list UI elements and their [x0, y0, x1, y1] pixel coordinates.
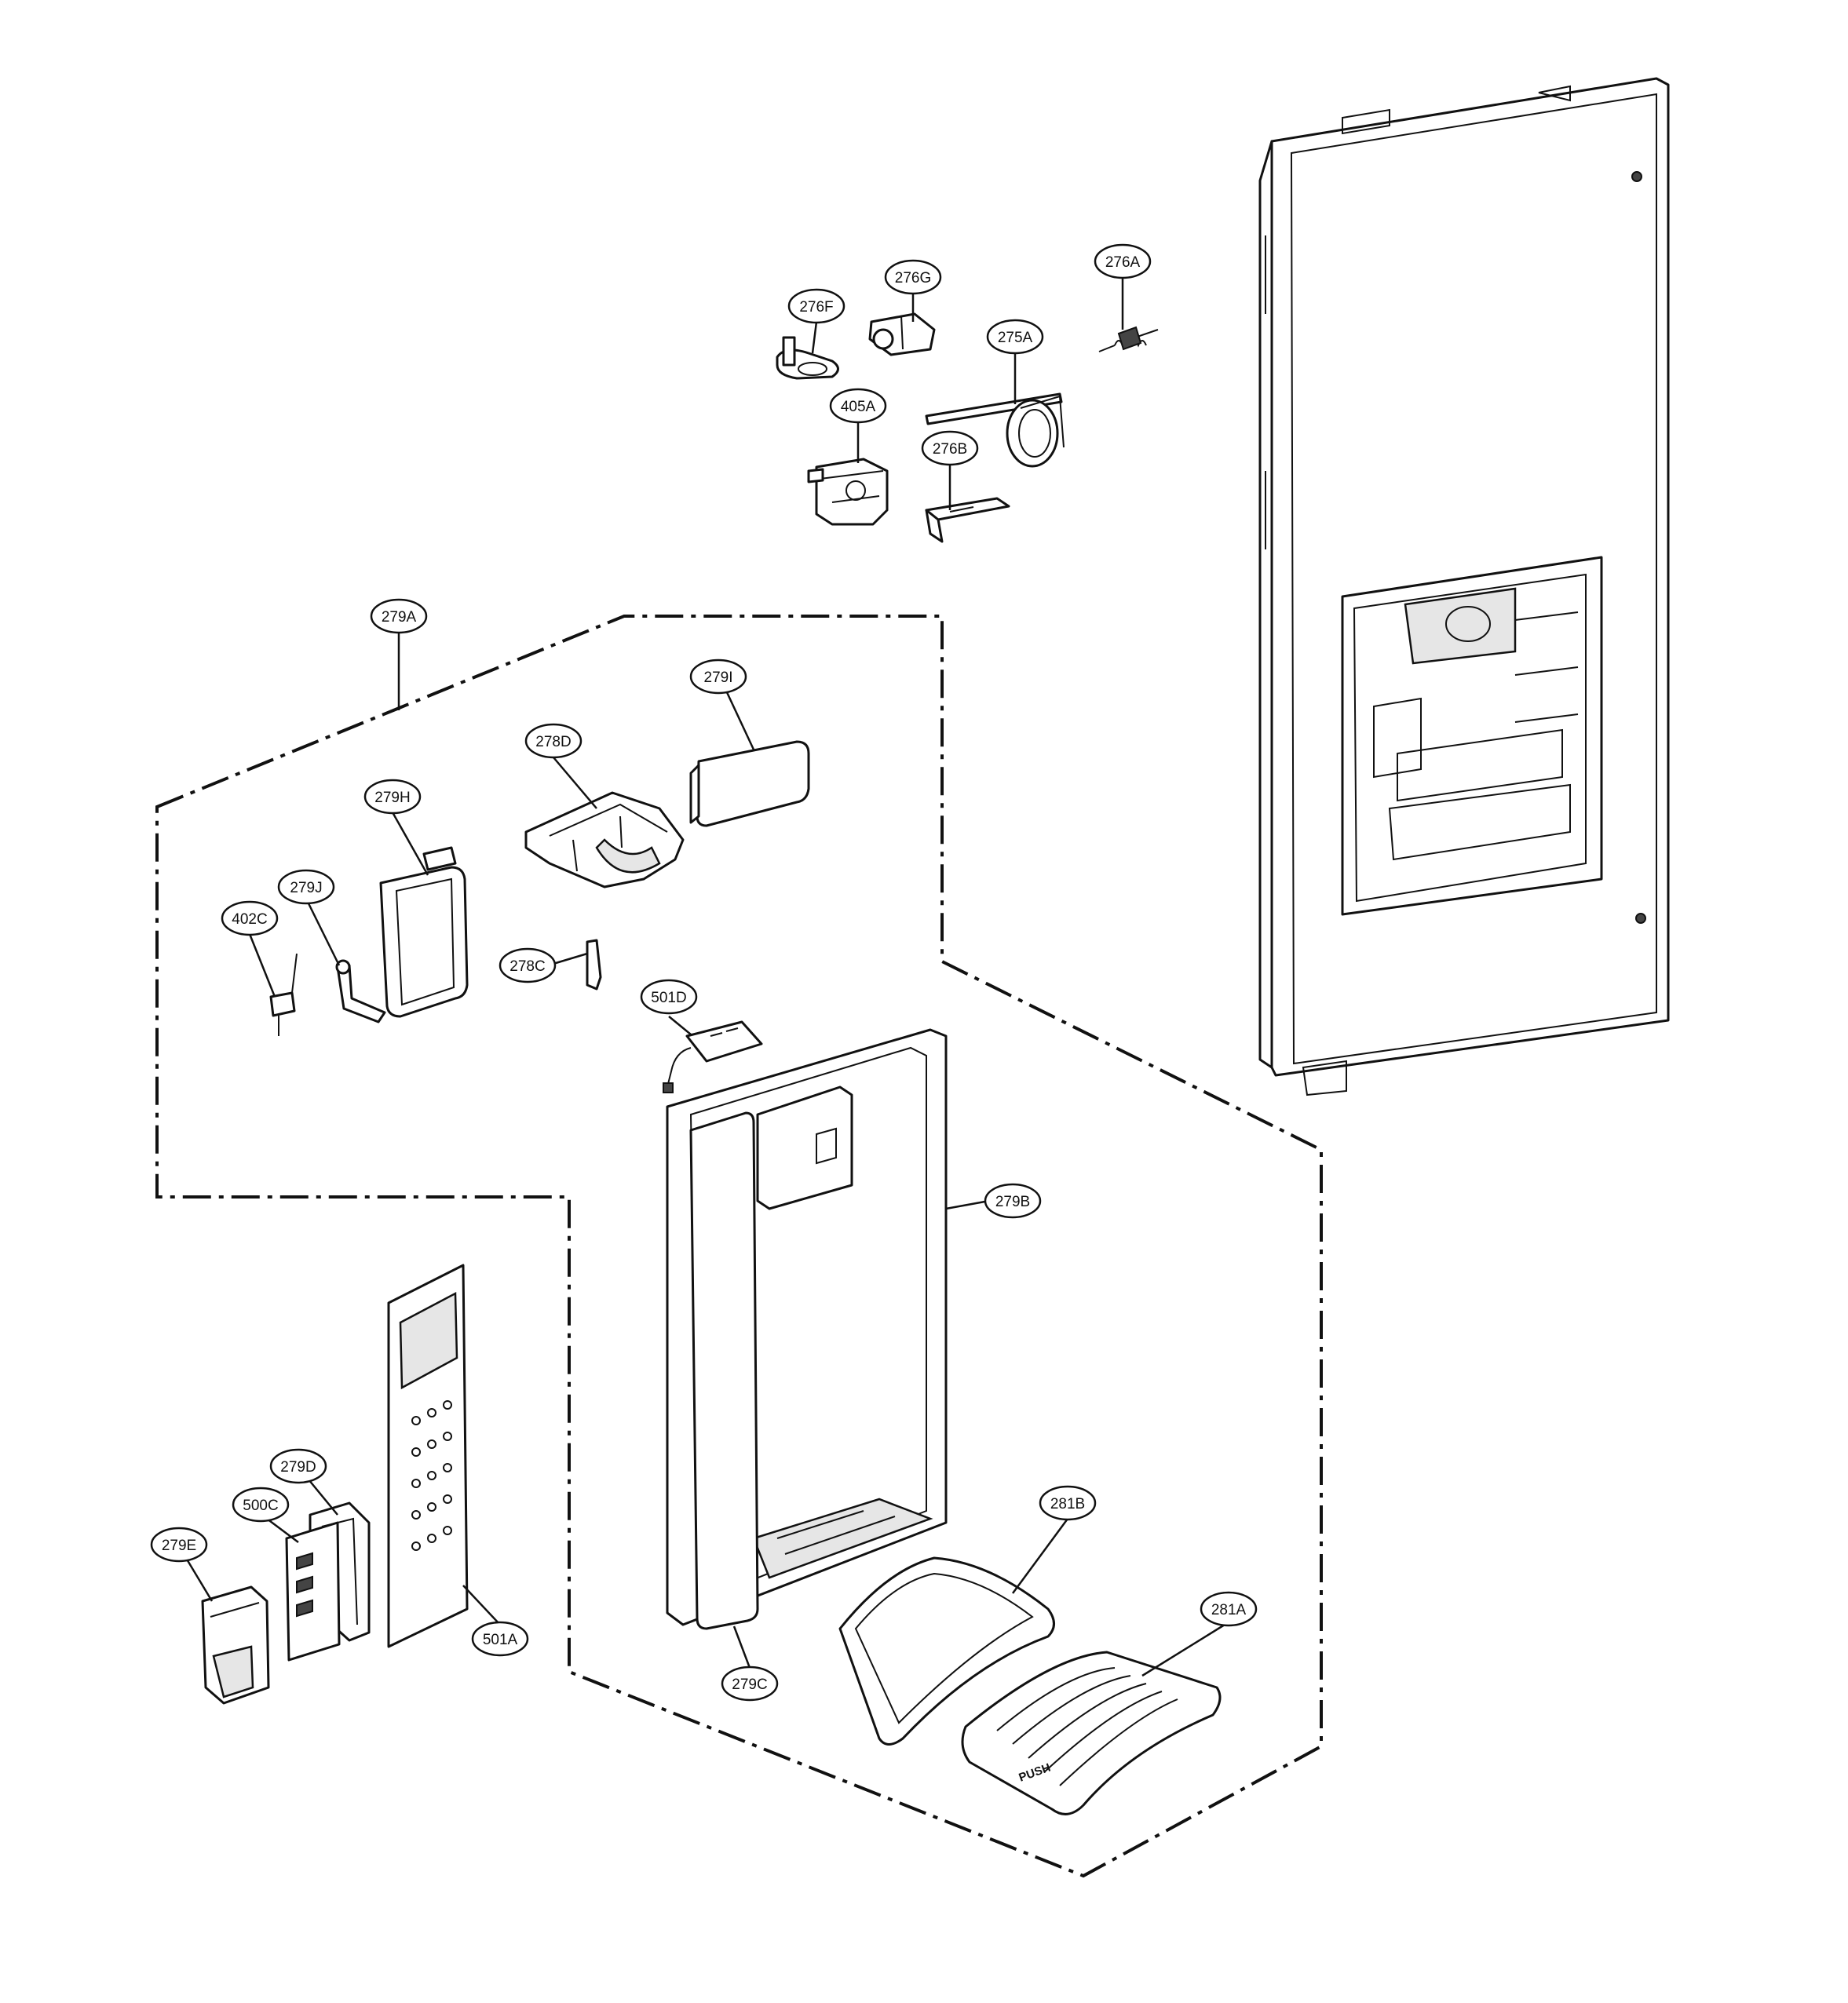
callout-275A: 275A — [986, 319, 1044, 355]
callout-279C: 279C — [721, 1666, 779, 1702]
svg-text:279B: 279B — [995, 1194, 1030, 1210]
callout-281A: 281A — [1200, 1591, 1258, 1627]
callout-279H: 279H — [363, 779, 422, 815]
callout-279B: 279B — [984, 1183, 1042, 1219]
callout-281B: 281B — [1039, 1485, 1097, 1521]
callout-279A: 279A — [370, 598, 428, 634]
part-402C-switch — [269, 953, 298, 1036]
callout-402C: 402C — [221, 900, 279, 936]
svg-text:279D: 279D — [280, 1459, 316, 1476]
part-278C-pin — [586, 939, 602, 991]
callout-276B: 276B — [921, 430, 979, 466]
part-276A-spring — [1098, 326, 1159, 352]
callout-278D: 278D — [524, 723, 583, 759]
callout-279J: 279J — [277, 869, 335, 905]
part-275A-lever — [925, 392, 1065, 468]
part-278D-chute — [524, 791, 685, 888]
svg-text:279J: 279J — [290, 880, 322, 896]
callout-501A: 501A — [471, 1621, 529, 1657]
part-279I-paddle-cover — [689, 740, 810, 827]
callout-279D: 279D — [269, 1448, 327, 1484]
svg-text:279C: 279C — [732, 1676, 767, 1693]
part-500C-keypad — [285, 1521, 341, 1662]
part-501A-control-board — [387, 1264, 469, 1648]
part-276B-bracket — [925, 497, 1010, 543]
svg-text:405A: 405A — [841, 399, 876, 415]
callout-276A: 276A — [1094, 243, 1152, 279]
svg-text:281A: 281A — [1211, 1602, 1247, 1618]
callout-279I: 279I — [689, 659, 747, 695]
svg-text:281B: 281B — [1050, 1496, 1085, 1512]
part-279H-flap — [379, 846, 469, 1018]
svg-text:276G: 276G — [895, 270, 931, 286]
part-276F-bracket — [776, 336, 839, 380]
part-281A-grate: PUSH — [961, 1651, 1222, 1815]
part-279E-housing — [201, 1585, 270, 1705]
svg-text:278D: 278D — [535, 734, 571, 750]
svg-text:278C: 278C — [509, 958, 545, 975]
part-276G-hinge — [868, 312, 936, 356]
svg-text:279I: 279I — [704, 669, 733, 686]
callout-405A: 405A — [829, 388, 887, 424]
callout-501D: 501D — [640, 979, 698, 1015]
svg-text:276F: 276F — [799, 299, 833, 316]
callout-279E: 279E — [150, 1527, 208, 1563]
part-501D-pcb — [663, 1020, 763, 1093]
svg-text:276A: 276A — [1105, 254, 1141, 271]
svg-text:501D: 501D — [651, 990, 686, 1006]
svg-text:276B: 276B — [933, 441, 967, 458]
svg-text:279A: 279A — [382, 609, 417, 626]
svg-text:279E: 279E — [162, 1538, 196, 1554]
callout-276G: 276G — [884, 259, 942, 295]
part-405A-motor — [807, 458, 889, 526]
refrigerator-door-panel — [1258, 77, 1670, 1096]
callout-278C: 278C — [499, 947, 557, 983]
callout-276F: 276F — [787, 288, 845, 324]
svg-text:279H: 279H — [374, 790, 410, 806]
svg-text:501A: 501A — [483, 1632, 518, 1648]
leader-lines — [184, 278, 1225, 1677]
svg-text:402C: 402C — [232, 911, 267, 928]
svg-text:275A: 275A — [998, 330, 1033, 346]
part-279J-arm — [335, 959, 386, 1023]
svg-text:500C: 500C — [243, 1498, 278, 1514]
part-279C-panel — [689, 1111, 759, 1630]
callout-500C: 500C — [232, 1487, 290, 1523]
part-281B-tray — [838, 1556, 1055, 1746]
assembly-boundary-279A — [155, 615, 1323, 1878]
